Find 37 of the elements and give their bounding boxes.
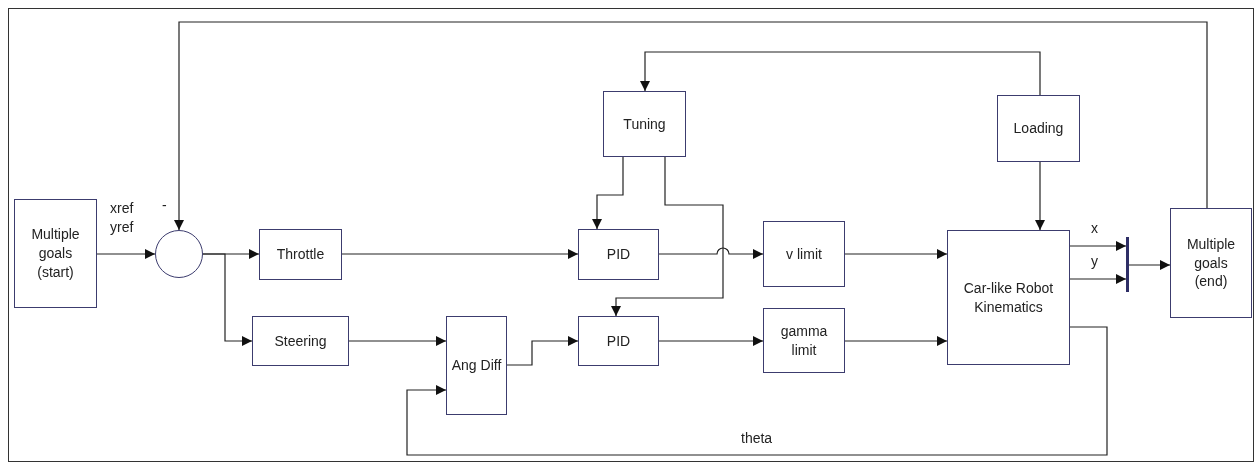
arrow bbox=[1069, 274, 1127, 284]
arrow bbox=[592, 156, 624, 230]
arrow bbox=[1069, 241, 1127, 251]
process-box: Car-like Robot Kinematics bbox=[947, 230, 1070, 365]
limiter-box: v limit bbox=[763, 221, 845, 287]
process-box: Throttle bbox=[259, 229, 342, 280]
arrow bbox=[640, 51, 1041, 96]
edge-label: theta bbox=[741, 429, 774, 448]
summing-junction-circle bbox=[155, 230, 203, 278]
arrow bbox=[844, 336, 948, 346]
controller-box: PID bbox=[578, 229, 659, 280]
edge-label: y bbox=[1091, 252, 1099, 271]
process-box: Tuning bbox=[603, 91, 686, 157]
arrow bbox=[96, 249, 156, 259]
arrow bbox=[611, 156, 724, 317]
arrow bbox=[658, 336, 764, 346]
arrow bbox=[174, 21, 1208, 231]
process-box: Ang Diff bbox=[446, 316, 507, 415]
arrow bbox=[506, 336, 579, 366]
arrow bbox=[348, 336, 447, 346]
process-box: Loading bbox=[997, 95, 1080, 162]
multiplexer-bar bbox=[1126, 237, 1129, 292]
arrow bbox=[406, 326, 1108, 456]
arrow bbox=[202, 253, 253, 346]
arrow bbox=[341, 249, 579, 259]
controller-box: PID bbox=[578, 316, 659, 366]
process-box: Steering bbox=[252, 316, 349, 366]
arrow bbox=[844, 249, 948, 259]
edge-label: xref yref bbox=[110, 199, 135, 237]
limiter-box: gamma limit bbox=[763, 308, 845, 373]
goal-box: Multiple goals (start) bbox=[14, 199, 97, 308]
sign-label: - bbox=[162, 196, 167, 215]
goal-box: Multiple goals (end) bbox=[1170, 208, 1252, 318]
arrow bbox=[1128, 260, 1171, 270]
edge-label: x bbox=[1091, 219, 1099, 238]
arrow bbox=[658, 247, 764, 259]
arrow bbox=[1035, 161, 1045, 231]
